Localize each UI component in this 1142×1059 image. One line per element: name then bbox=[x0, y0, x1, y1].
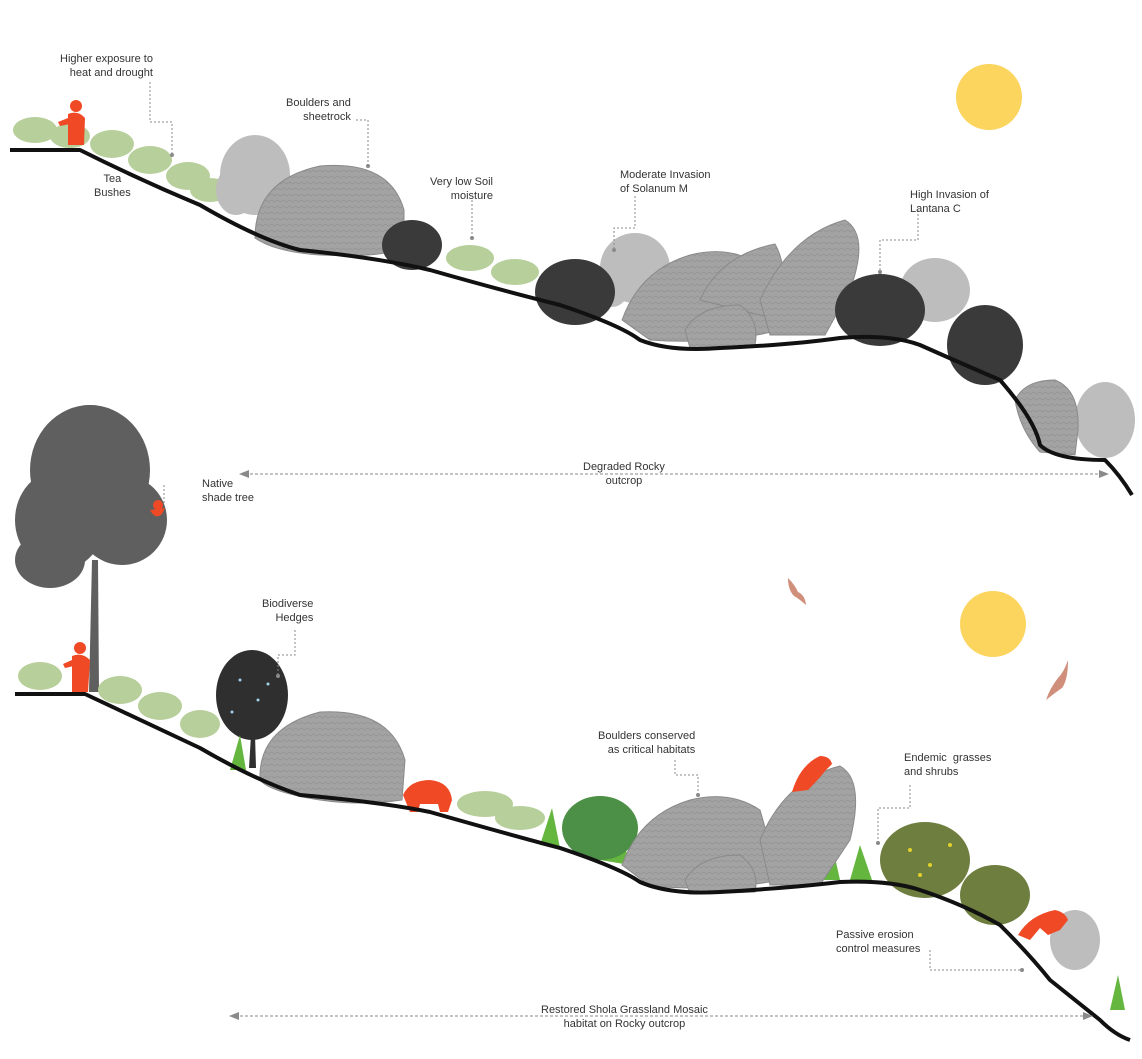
callout-dots-top bbox=[170, 153, 882, 274]
farmer-figure-icon bbox=[58, 100, 85, 145]
hedge-flowers bbox=[230, 678, 270, 714]
bird-icon bbox=[1046, 660, 1068, 700]
dark-shrubs-top bbox=[382, 220, 1023, 385]
terrain-line-top bbox=[10, 148, 1134, 497]
label-biodiverse-hedges: Biodiverse Hedges bbox=[262, 598, 314, 624]
label-degraded-rocky-outcrop: Degraded Rocky outcrop bbox=[583, 461, 665, 487]
farmer-figure-icon bbox=[63, 642, 90, 692]
fern bbox=[562, 796, 638, 860]
label-native-shade-tree: Native shade tree bbox=[202, 478, 254, 504]
terrain-line-bottom bbox=[15, 692, 1131, 1042]
label-restored-shola-grassland: Restored Shola Grassland Mosaic habitat … bbox=[541, 1004, 708, 1030]
tea-bushes-bottom bbox=[18, 662, 545, 830]
native-shade-tree bbox=[15, 405, 167, 692]
callout-lines-top bbox=[149, 82, 919, 505]
label-boulders-sheetrock: Boulders and sheetrock bbox=[286, 97, 351, 123]
boulders-bottom bbox=[259, 711, 857, 895]
callout-lines-bottom bbox=[277, 630, 1022, 971]
leopard-icon bbox=[1018, 910, 1068, 940]
callout-dots-bottom bbox=[276, 674, 1024, 972]
sun-icon bbox=[956, 64, 1022, 130]
endemic-shrubs bbox=[880, 822, 1030, 925]
label-lantana-invasion: High Invasion of Lantana C bbox=[910, 189, 989, 215]
label-erosion-control: Passive erosion control measures bbox=[836, 929, 921, 955]
leopard-icon bbox=[792, 756, 832, 792]
label-heat-exposure: Higher exposure to heat and drought bbox=[60, 53, 153, 79]
label-low-soil-moisture: Very low Soil moisture bbox=[430, 176, 493, 202]
sun-icon bbox=[960, 591, 1026, 657]
biodiverse-hedge-tree bbox=[216, 650, 288, 768]
bear-icon bbox=[403, 780, 452, 812]
boulders-top bbox=[254, 164, 1079, 456]
top-section bbox=[10, 64, 1135, 505]
shrub-flowers bbox=[908, 843, 952, 877]
monkey-icon bbox=[150, 500, 165, 517]
bird-icon bbox=[788, 578, 806, 605]
label-solanum-invasion: Moderate Invasion of Solanum M bbox=[620, 169, 711, 195]
label-boulders-conserved: Boulders conserved as critical habitats bbox=[598, 730, 696, 756]
label-tea-bushes: Tea Bushes bbox=[94, 173, 131, 199]
bottom-section bbox=[15, 405, 1131, 1042]
tea-bushes-mid bbox=[446, 245, 539, 285]
label-endemic-grasses: Endemic grasses and shrubs bbox=[904, 752, 992, 778]
